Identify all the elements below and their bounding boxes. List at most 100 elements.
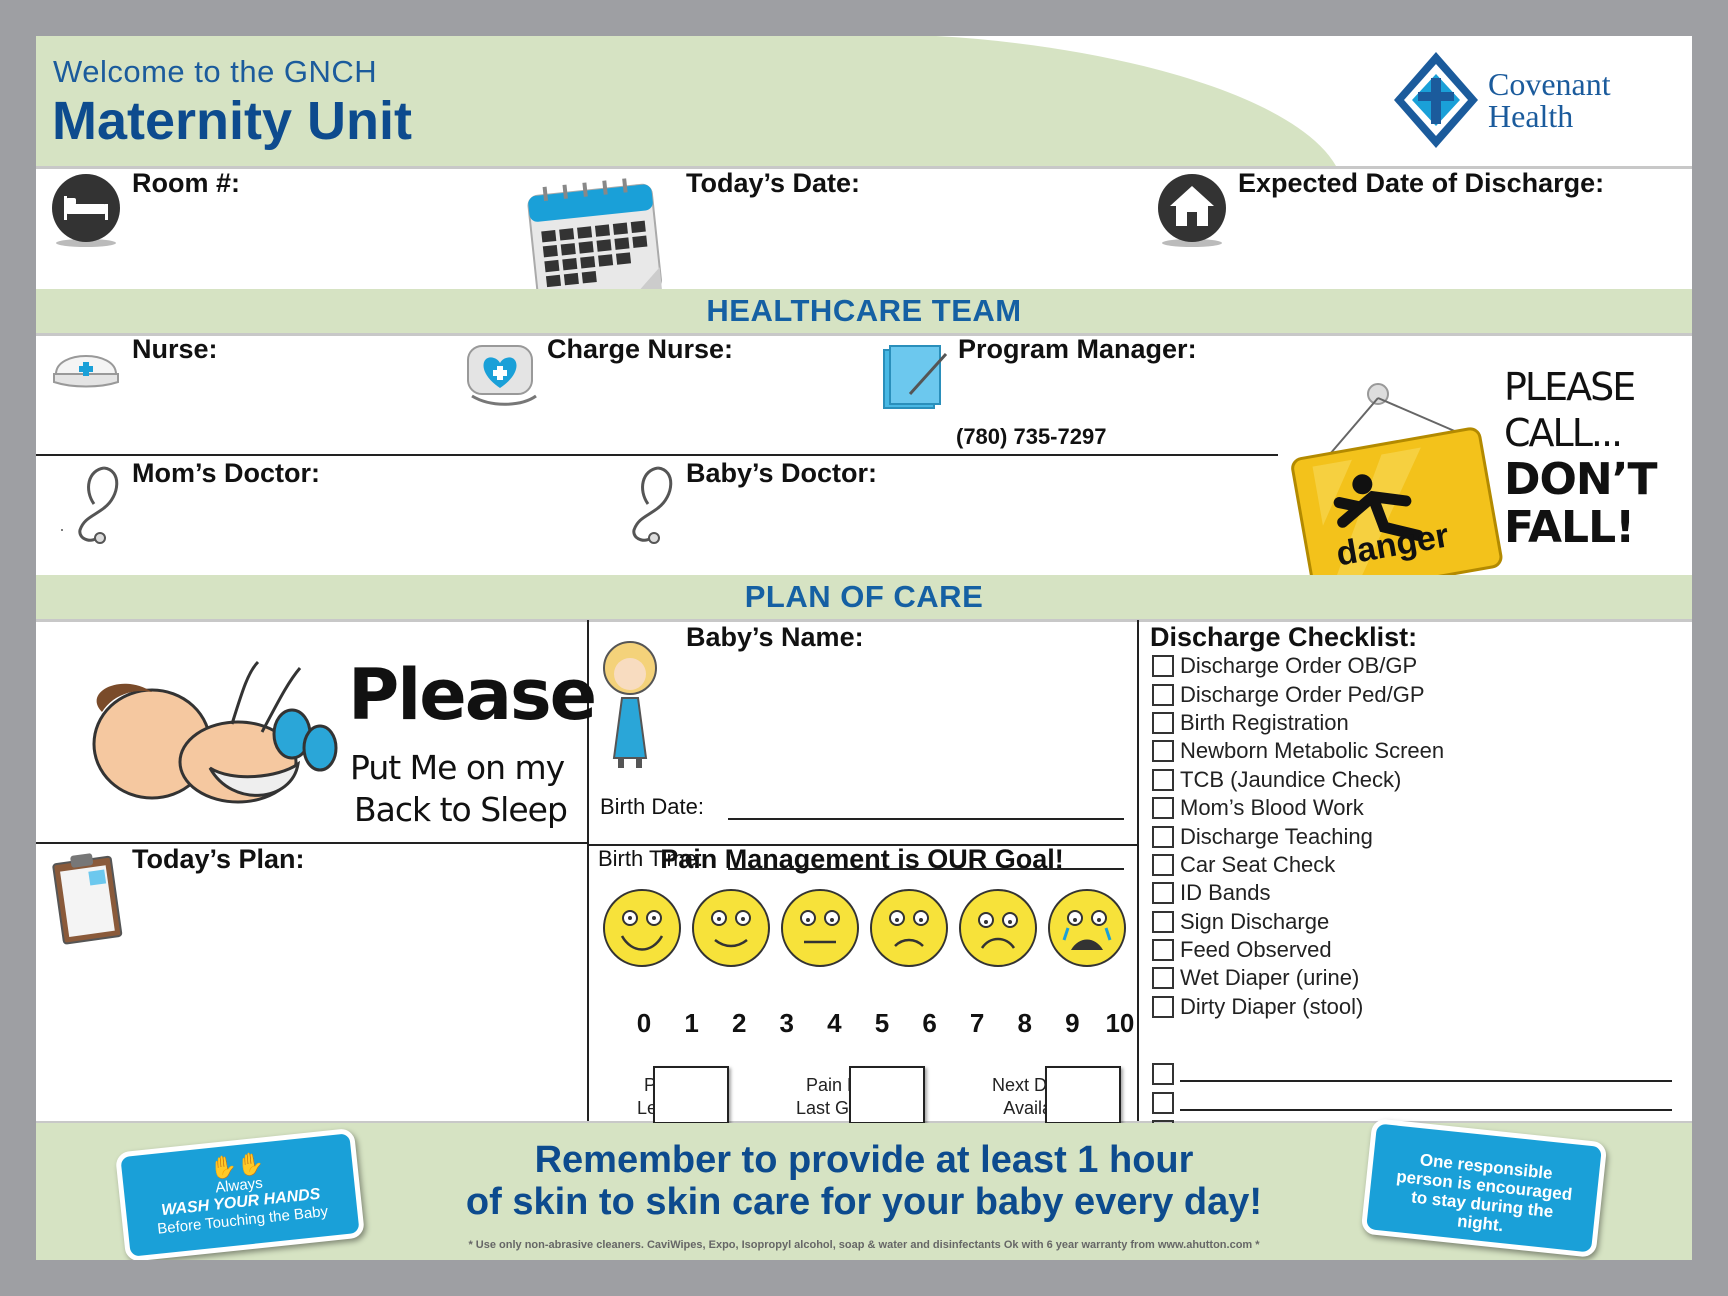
pain-faces bbox=[603, 889, 1126, 967]
birth-time-line bbox=[728, 868, 1124, 870]
pain-scale-number: 10 bbox=[1105, 1008, 1135, 1038]
checklist-title: Discharge Checklist: bbox=[1150, 622, 1418, 652]
checklist-item: Wet Diaper (urine) bbox=[1152, 964, 1682, 992]
pain-scale-number: 5 bbox=[874, 1008, 890, 1038]
checklist-item-label: Discharge Teaching bbox=[1180, 823, 1373, 849]
pain-scale-number: 4 bbox=[827, 1008, 842, 1038]
checkbox[interactable] bbox=[1152, 853, 1174, 876]
divider bbox=[36, 619, 1692, 622]
checkbox[interactable] bbox=[1152, 683, 1174, 706]
checklist-item: Mom’s Blood Work bbox=[1152, 794, 1682, 822]
checklist-item-label: Dirty Diaper (stool) bbox=[1180, 993, 1364, 1019]
checkbox[interactable] bbox=[1152, 1063, 1174, 1086]
divider bbox=[36, 454, 1278, 456]
checklist-item-label: Mom’s Blood Work bbox=[1180, 795, 1364, 821]
checklist-item: Sign Discharge bbox=[1152, 908, 1682, 936]
stethoscope-icon bbox=[632, 466, 673, 544]
checklist-item-label: Car Seat Check bbox=[1180, 851, 1336, 877]
pain-scale-number: 7 bbox=[969, 1008, 985, 1038]
divider bbox=[36, 333, 1692, 336]
checkbox[interactable] bbox=[1152, 768, 1174, 791]
checklist-item-label: Newborn Metabolic Screen bbox=[1180, 738, 1445, 764]
bed-icon bbox=[52, 174, 120, 247]
checkbox[interactable] bbox=[1152, 882, 1174, 905]
fall-text: FALL! bbox=[1504, 502, 1635, 553]
checkbox[interactable] bbox=[1152, 967, 1174, 990]
checklist-item: Feed Observed bbox=[1152, 936, 1682, 964]
divider bbox=[587, 844, 1137, 846]
pain-level-box[interactable] bbox=[653, 1066, 729, 1124]
nurse-label: Nurse: bbox=[132, 334, 218, 364]
face-10-icon bbox=[1048, 889, 1126, 967]
covenant-logo-icon bbox=[1394, 52, 1478, 148]
babys-name-label: Baby’s Name: bbox=[686, 622, 864, 652]
checklist-item: Car Seat Check bbox=[1152, 851, 1682, 879]
checklist-item-label: Discharge Order Ped/GP bbox=[1180, 681, 1425, 707]
checklist-item: Discharge Order Ped/GP bbox=[1152, 680, 1682, 708]
calendar-icon bbox=[527, 178, 662, 303]
notepad-icon bbox=[883, 345, 948, 409]
birth-date-line bbox=[728, 818, 1124, 820]
room-label: Room #: bbox=[132, 168, 240, 198]
baby-icon bbox=[92, 660, 338, 804]
checklist-item-label: Feed Observed bbox=[1180, 937, 1332, 963]
checkbox[interactable] bbox=[1152, 910, 1174, 933]
blank-check-row bbox=[1152, 1088, 1672, 1116]
checkbox[interactable] bbox=[1152, 939, 1174, 962]
discharge-date-label: Expected Date of Discharge: bbox=[1238, 168, 1605, 198]
divider bbox=[587, 620, 589, 1123]
checkbox[interactable] bbox=[1152, 711, 1174, 734]
covenant-logo-text: Covenant Health bbox=[1488, 68, 1611, 132]
checklist-item-label: Sign Discharge bbox=[1180, 908, 1330, 934]
program-manager-phone: (780) 735-7297 bbox=[956, 424, 1107, 449]
checkbox[interactable] bbox=[1152, 655, 1174, 678]
checkbox[interactable] bbox=[1152, 1091, 1174, 1114]
checklist-item: ID Bands bbox=[1152, 879, 1682, 907]
please-text: PLEASE bbox=[1504, 365, 1636, 409]
next-dose-box[interactable] bbox=[1045, 1066, 1121, 1124]
pain-scale-number: 9 bbox=[1065, 1008, 1080, 1038]
danger-sign-icon bbox=[1291, 383, 1503, 596]
logo-line1: Covenant bbox=[1488, 66, 1611, 102]
pain-med-box[interactable] bbox=[849, 1066, 925, 1124]
unit-title: Maternity Unit bbox=[52, 91, 413, 151]
checkbox[interactable] bbox=[1152, 825, 1174, 848]
face-8-icon bbox=[959, 889, 1037, 967]
checkbox[interactable] bbox=[1152, 995, 1174, 1018]
face-4-icon bbox=[781, 889, 859, 967]
pain-scale-number: 1 bbox=[684, 1008, 699, 1038]
blank-check-row bbox=[1152, 1060, 1672, 1088]
logo-line2: Health bbox=[1488, 98, 1574, 134]
face-6-icon bbox=[870, 889, 948, 967]
divider bbox=[36, 166, 1692, 169]
nurse-cap-icon bbox=[53, 355, 119, 388]
fall-warning: PLEASE CALL... DON’T FALL! bbox=[1504, 364, 1657, 553]
birth-date-label: Birth Date: bbox=[600, 794, 704, 819]
checklist-item: Newborn Metabolic Screen bbox=[1152, 737, 1682, 765]
checklist-item-label: Birth Registration bbox=[1180, 709, 1349, 735]
birth-time-label: Birth Time: bbox=[598, 846, 704, 871]
call-text: CALL... bbox=[1504, 411, 1623, 455]
responsible-person-sticker: One responsible person is encouraged to … bbox=[1360, 1117, 1608, 1259]
header-background bbox=[36, 36, 1336, 166]
home-icon bbox=[1158, 174, 1226, 247]
program-manager-label: Program Manager: bbox=[958, 334, 1197, 364]
blank-line bbox=[1180, 1080, 1672, 1083]
checklist-item: Discharge Order OB/GP bbox=[1152, 652, 1682, 680]
checklist-item-label: TCB (Jaundice Check) bbox=[1180, 766, 1402, 792]
checkbox[interactable] bbox=[1152, 740, 1174, 763]
blank-line bbox=[1180, 1108, 1672, 1111]
pain-scale-number: 0 bbox=[636, 1008, 652, 1038]
face-0-icon bbox=[603, 889, 681, 967]
checkbox[interactable] bbox=[1152, 797, 1174, 820]
checklist-item: Discharge Teaching bbox=[1152, 822, 1682, 850]
today-date-label: Today’s Date: bbox=[686, 168, 861, 198]
checklist-item-label: Discharge Order OB/GP bbox=[1180, 653, 1418, 679]
divider bbox=[36, 842, 587, 844]
todays-plan-label: Today’s Plan: bbox=[132, 844, 305, 874]
moms-doctor-label: Mom’s Doctor: bbox=[132, 458, 320, 488]
divider bbox=[1137, 620, 1139, 1123]
sleep-please: Please bbox=[348, 654, 597, 736]
